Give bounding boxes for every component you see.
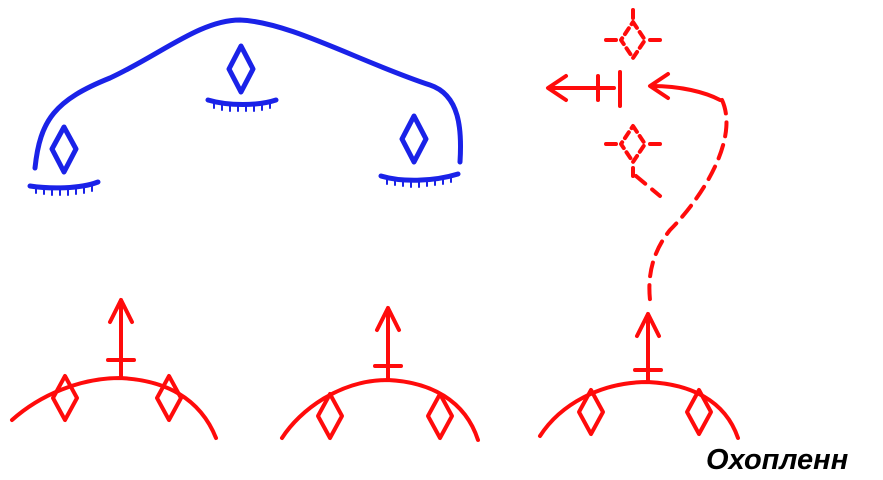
red-diamond-icon [51, 374, 79, 422]
blue-unit-group [27, 17, 464, 196]
red-dashed-tick [604, 8, 662, 42]
red-arrow-left-icon [546, 74, 616, 102]
blue-defense-ticks [35, 184, 93, 196]
red-arrow-up-icon [108, 298, 134, 380]
red-diamond-icon [685, 388, 713, 436]
red-dashed-diamond-icon [619, 124, 647, 164]
red-unit [280, 306, 480, 442]
caption-text: Охопленн [706, 444, 849, 476]
red-diamond-icon [426, 392, 454, 440]
red-dashed-maneuver-line [647, 98, 729, 302]
blue-defense-arc [378, 171, 461, 183]
red-front-arc [10, 376, 218, 440]
red-arrow-incoming-icon [648, 72, 722, 102]
red-diamond-icon [577, 388, 605, 436]
blue-defense-arc [205, 97, 279, 107]
blue-diamond-icon [226, 43, 256, 95]
blue-diamond-icon [49, 124, 79, 175]
red-dashed-maneuver-line [634, 174, 662, 198]
blue-diamond-icon [399, 113, 429, 165]
red-diamond-icon [316, 392, 344, 440]
red-dashed-diamond-icon [619, 20, 647, 60]
red-arrow-up-icon [375, 306, 401, 382]
blue-defense-ticks [386, 175, 452, 188]
blue-defense-arc [27, 179, 101, 191]
red-dashed-tick [604, 142, 662, 178]
red-diamond-icon [155, 374, 183, 422]
red-unit [10, 298, 218, 440]
blue-defense-ticks [213, 101, 271, 112]
blue-boundary-line [32, 17, 464, 171]
red-unit [538, 312, 740, 440]
red-maneuver-group [546, 8, 729, 302]
